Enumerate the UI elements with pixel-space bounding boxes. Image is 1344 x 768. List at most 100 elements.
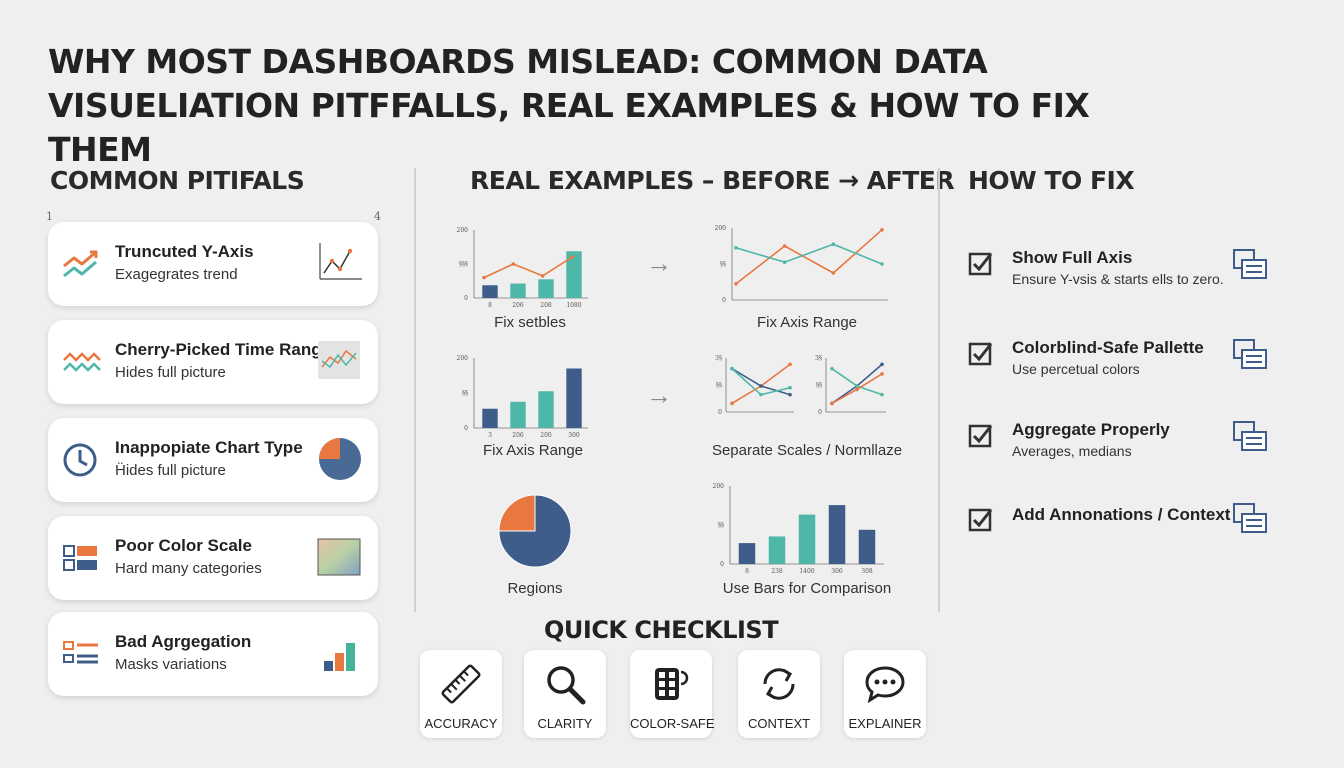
x-tick-label: 308 xyxy=(861,568,873,575)
column-divider xyxy=(414,168,416,612)
checklist-tile-context[interactable]: CONTEXT xyxy=(738,650,820,738)
data-point xyxy=(482,275,486,280)
x-tick-label: 306 xyxy=(831,568,843,575)
example-caption: Use Bars for Comparison xyxy=(722,580,892,597)
palette-icon xyxy=(655,668,689,700)
pitfalls-heading: COMMON PITIFALS xyxy=(50,166,305,195)
checklist-tile-accuracy[interactable]: ACCURACY xyxy=(420,650,502,738)
pitfall-subtitle: Masks variations xyxy=(115,656,227,673)
pie-slice xyxy=(498,494,536,532)
bar xyxy=(858,529,876,564)
document-icon xyxy=(1233,421,1267,451)
x-tick-label: 1400 xyxy=(799,568,814,575)
data-point xyxy=(734,246,738,250)
checkbox-icon xyxy=(968,252,993,276)
data-point xyxy=(511,262,516,266)
data-point xyxy=(759,384,763,388)
x-tick-label: 238 xyxy=(771,568,783,575)
x-tick-label: 8 xyxy=(488,302,492,309)
data-point xyxy=(730,366,734,371)
example-caption: Separate Scales / Normllaze xyxy=(711,442,903,459)
column-divider xyxy=(938,168,940,612)
data-point xyxy=(880,262,884,266)
bar xyxy=(798,514,816,564)
y-tick-label: 200 xyxy=(715,225,727,232)
checklist-label: COLOR-SAFE xyxy=(630,716,715,731)
data-point xyxy=(855,387,859,392)
list-icon xyxy=(63,641,98,664)
checklist-tile-color-safe[interactable]: COLOR-SAFE xyxy=(630,650,715,738)
series-line xyxy=(731,367,791,396)
checklist-label: CLARITY xyxy=(537,716,593,731)
x-tick-label: 8 xyxy=(745,568,749,575)
checklist-tile-clarity[interactable]: CLARITY xyxy=(524,650,606,738)
data-point xyxy=(831,271,836,275)
x-tick-label: 208 xyxy=(540,302,552,309)
clock-icon xyxy=(63,443,97,477)
x-tick-label: 206 xyxy=(512,432,524,439)
series-line xyxy=(735,243,883,265)
data-point xyxy=(570,255,574,259)
y-tick-label: 3§ xyxy=(715,355,722,362)
bar xyxy=(482,408,498,428)
arrow-right-icon: → xyxy=(646,248,672,278)
heatmap-thumbnail xyxy=(317,538,361,576)
bar xyxy=(482,285,498,298)
data-point xyxy=(788,385,792,390)
data-point xyxy=(782,244,787,248)
time-range-thumbnail xyxy=(318,341,360,379)
ruler-icon xyxy=(441,664,481,704)
x-tick-label: 3 xyxy=(488,432,492,439)
y-tick-label: 200 xyxy=(713,483,725,490)
examples-heading: REAL EXAMPLES – BEFORE → AFTER xyxy=(470,166,955,195)
pie-slice xyxy=(498,494,572,568)
data-point xyxy=(540,274,545,278)
y-tick-label: §§ xyxy=(720,261,726,268)
color-grid-icon xyxy=(63,545,97,571)
fix-subtitle: Averages, medians xyxy=(1012,443,1132,459)
y-tick-label: 0 xyxy=(464,425,468,432)
example-caption: Fix Axis Range xyxy=(756,314,858,331)
x-tick-label: 206 xyxy=(512,302,524,309)
checkbox-icon xyxy=(968,508,993,532)
pitfall-card[interactable]: Poor Color Scale Hard many categories xyxy=(48,516,378,600)
pitfall-card[interactable]: Bad Agrgegation Masks variations xyxy=(48,612,378,696)
pitfall-card[interactable]: Inappopiate Chart Type Ḧides full pictur… xyxy=(48,418,378,502)
page-title: WHY MOST DASHBOARDS MISLEAD: COMMON DATA… xyxy=(48,40,1148,172)
pitfall-title: Inappopiate Chart Type xyxy=(115,438,303,457)
pitfall-card[interactable]: Cherry-Picked Time Range Hides full pict… xyxy=(48,320,378,404)
pitfall-subtitle: Hard many categories xyxy=(115,560,262,577)
magnifier-icon xyxy=(547,666,586,705)
data-point xyxy=(782,260,787,264)
y-tick-label: 200 xyxy=(457,227,469,234)
series-line xyxy=(731,363,791,405)
example-caption: Regions xyxy=(507,580,563,597)
data-point xyxy=(855,384,859,388)
series-line xyxy=(483,256,573,279)
example-chart-3-before xyxy=(498,494,572,568)
pitfall-subtitle: Ḧides full picture xyxy=(115,462,226,479)
bar xyxy=(768,536,786,564)
data-point xyxy=(880,372,884,376)
bar xyxy=(828,505,846,564)
x-tick-label: 1080 xyxy=(566,302,581,309)
checkbox-icon xyxy=(968,342,993,366)
checkbox-icon xyxy=(968,424,993,448)
data-point xyxy=(734,282,738,286)
pitfall-card[interactable]: Truncuted Y-Axis Exagegrates trend xyxy=(48,222,378,306)
arrow-right-icon: → xyxy=(646,380,672,410)
checklist-tile-explainer[interactable]: EXPLAINER xyxy=(844,650,926,738)
fix-title: Aggregate Properly xyxy=(1012,420,1170,439)
y-tick-label: 0 xyxy=(720,561,724,568)
data-point xyxy=(830,366,834,371)
data-point xyxy=(788,392,792,397)
corner-mark-left: 1 xyxy=(46,210,53,223)
bar xyxy=(538,279,554,298)
checklist-label: ACCURACY xyxy=(424,716,498,731)
data-point xyxy=(788,362,792,367)
fix-title: Add Annonations / Context xyxy=(1012,505,1231,524)
x-tick-label: 200 xyxy=(540,432,552,439)
data-point xyxy=(730,401,734,406)
trend-lines-icon xyxy=(63,250,98,278)
